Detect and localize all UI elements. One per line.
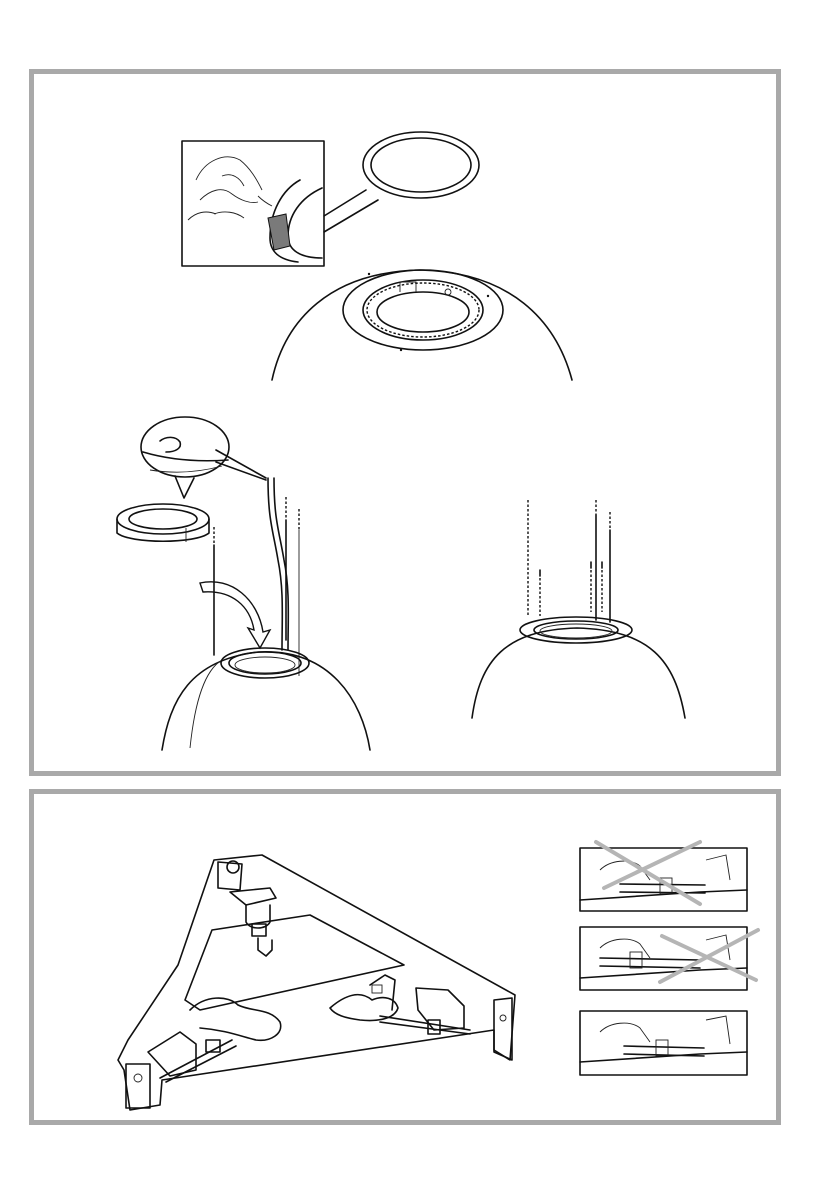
retaining-ring: [117, 504, 209, 542]
bolt-check-wrong-1: [580, 842, 747, 911]
callout-line: [324, 200, 378, 232]
insert-arrow-icon: [200, 582, 270, 648]
hand-detail-inset: [182, 141, 324, 266]
gasket-ring: [363, 132, 479, 198]
bolt-check-wrong-2: [580, 927, 758, 990]
speaker-dome-top: [272, 270, 572, 380]
callout-line: [324, 190, 366, 216]
mounting-bracket: [118, 855, 515, 1110]
notch-detail-inset: [141, 417, 266, 498]
speaker-dome-left: [162, 648, 370, 750]
bolt-check-correct: [580, 1011, 747, 1075]
speaker-dome-right: [472, 617, 685, 718]
